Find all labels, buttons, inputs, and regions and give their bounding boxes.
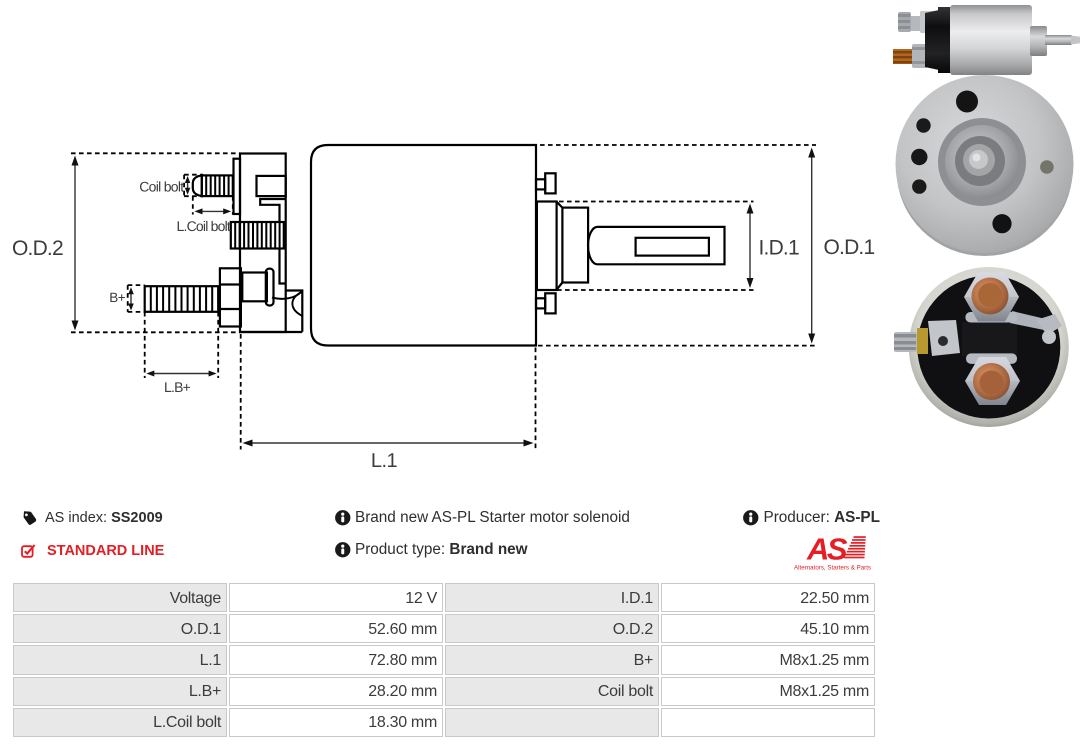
svg-text:AS: AS (806, 534, 848, 567)
svg-text:L.B+: L.B+ (164, 379, 191, 395)
svg-text:I.D.1: I.D.1 (759, 237, 799, 260)
svg-text:B+: B+ (109, 290, 125, 305)
svg-text:L.1: L.1 (371, 450, 398, 472)
svg-text:Alternators, Starters & Parts: Alternators, Starters & Parts (794, 565, 871, 572)
svg-text:O.D.1: O.D.1 (824, 236, 875, 259)
svg-text:L.Coil bolt: L.Coil bolt (177, 218, 231, 234)
svg-text:O.D.2: O.D.2 (12, 237, 63, 260)
svg-text:Coil bolt: Coil bolt (139, 178, 184, 194)
